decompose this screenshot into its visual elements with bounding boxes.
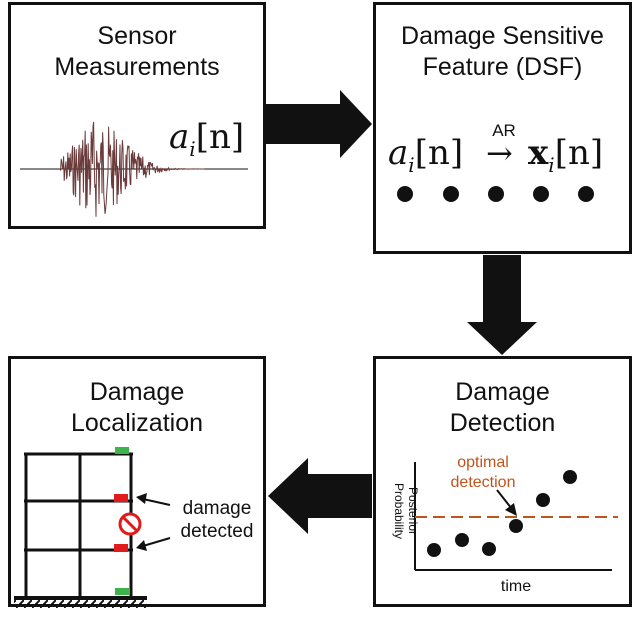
- detection-point: [427, 543, 441, 557]
- sensor-title-line1: Sensor: [97, 22, 177, 50]
- sensor-title-line2: Measurements: [54, 53, 220, 81]
- dsf-title-line2: Feature (DSF): [422, 53, 583, 81]
- sensor-signal-sub: i: [189, 136, 196, 161]
- sensor-signal-label: ai[n]: [169, 117, 244, 169]
- sensor-marker-bottom: [115, 588, 129, 595]
- dsf-rhs-sub: i: [548, 152, 555, 177]
- arrow-sensor-to-dsf: [266, 90, 372, 158]
- detection-point: [563, 470, 577, 484]
- damage-pointer-lower-head: [136, 540, 147, 551]
- threshold-pointer-head: [505, 503, 517, 516]
- dsf-lhs-label: ai[n]: [388, 133, 463, 185]
- damage-detection-box: Damage Detection optimal detection time …: [373, 356, 632, 607]
- localization-title-line1: Damage: [89, 378, 185, 406]
- damage-pointer-lower: [142, 537, 171, 547]
- dsf-feature-dot: [533, 186, 549, 202]
- dsf-rhs-label: xi[n]: [528, 133, 603, 185]
- detection-title-line2: Detection: [449, 409, 556, 437]
- annotation-line2: detected: [180, 521, 254, 542]
- threshold-pointer-arrow: [496, 489, 513, 510]
- damage-pointer-upper: [142, 498, 171, 506]
- dsf-feature-dot: [397, 186, 413, 202]
- detection-title-line1: Damage: [455, 378, 550, 406]
- detection-point: [536, 493, 550, 507]
- dsf-ar-arrow: →: [486, 134, 513, 172]
- waveform-trace: [59, 121, 205, 217]
- dsf-feature-dot: [578, 186, 594, 202]
- threshold-label-line1: optimal: [457, 454, 509, 471]
- waveform: [59, 121, 205, 217]
- detection-point: [455, 533, 469, 547]
- dsf-lhs-sub: i: [408, 152, 415, 177]
- dsf-title-line1: Damage Sensitive: [401, 22, 604, 50]
- damage-marker-lower: [114, 544, 128, 552]
- dsf-feature-dot: [488, 186, 504, 202]
- dsf-rhs-arg: [n]: [554, 133, 604, 173]
- arrow-dsf-to-detection: [467, 255, 537, 355]
- sensor-signal-arg: [n]: [195, 117, 245, 157]
- detection-point: [509, 519, 523, 533]
- dsf-ar-label: AR: [492, 121, 516, 140]
- damage-pointer-upper-head: [136, 493, 147, 504]
- localization-title-line2: Localization: [70, 409, 204, 437]
- no-entry-icon: [118, 512, 142, 536]
- dsf-feature-dot: [443, 186, 459, 202]
- dsf-lhs-symbol: a: [388, 133, 409, 173]
- dsf-rhs-symbol: x: [528, 133, 549, 173]
- threshold-label-line2: detection: [450, 474, 516, 491]
- annotation-line1: damage: [182, 498, 252, 519]
- damage-localization-box: Damage Localization damage detected: [8, 356, 266, 607]
- detection-point: [482, 542, 496, 556]
- arrow-detection-to-localization: [268, 458, 372, 534]
- sensor-marker-top: [115, 447, 129, 454]
- building-frame: [24, 452, 133, 598]
- sensor-measurements-box: Sensor Measurements ai[n]: [8, 2, 266, 229]
- sensor-signal-symbol: a: [169, 117, 190, 157]
- dsf-box: Damage Sensitive Feature (DSF) ai[n] AR …: [373, 2, 632, 254]
- damage-marker-upper: [114, 494, 128, 502]
- x-axis-label: time: [500, 578, 532, 595]
- ground: [14, 596, 147, 600]
- ground-hatch: [14, 600, 147, 608]
- dsf-lhs-arg: [n]: [414, 133, 464, 173]
